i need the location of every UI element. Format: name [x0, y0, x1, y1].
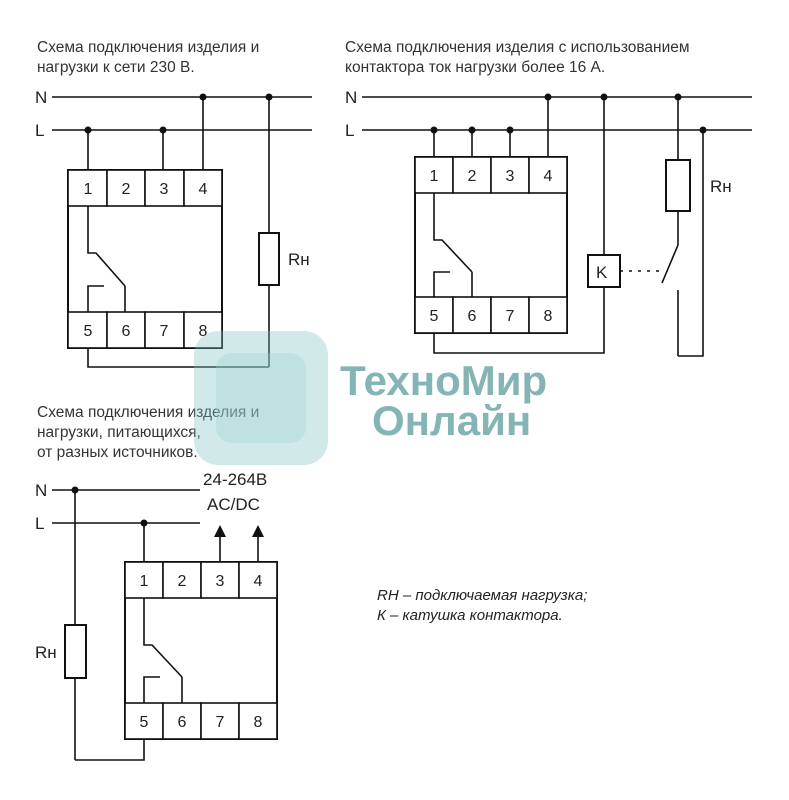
diagram-1-terminal-3-label: 3	[160, 181, 169, 198]
diagram-1-terminal-2-label: 2	[122, 181, 131, 198]
diagram-1-terminal-3	[144, 169, 185, 207]
diagram-2-load-label: Rн	[710, 177, 732, 196]
diagram-1-terminal-6-label: 6	[122, 323, 131, 340]
diagram-2: Схема подключения изделия с использовани…	[345, 39, 752, 357]
diagram-1-load-label: Rн	[288, 250, 310, 269]
diagram-2-terminal-8-label: 8	[544, 308, 553, 325]
diagram-2-contactor-coil	[587, 254, 621, 288]
diagram-1-relay-contact	[87, 206, 126, 312]
diagram-3-terminal-4	[238, 561, 278, 599]
diagram-3-terminal-8	[238, 702, 278, 740]
diagram-1-terminal-8	[183, 311, 223, 349]
diagram-3-l-label: L	[35, 514, 44, 533]
diagram-1-caption-line-2: нагрузки к сети 230 В.	[37, 59, 195, 76]
diagram-2-terminal-2-label: 2	[468, 168, 477, 185]
legend-line-1: RH – подключаемая нагрузка;	[377, 587, 587, 604]
diagram-2-caption-line-2: контактора ток нагрузки более 16 А.	[345, 59, 605, 76]
diagram-3-caption-line-2: нагрузки, питающихся,	[37, 424, 201, 441]
watermark-logo: ТехноМир Онлайн	[194, 331, 547, 465]
diagram-2-coil-label: K	[596, 263, 608, 282]
diagram-3-terminal-1	[124, 561, 164, 599]
watermark-line-1: ТехноМир	[340, 357, 547, 404]
diagram-2-caption-line-1: Схема подключения изделия с использовани…	[345, 39, 690, 56]
diagram-3-terminal-5-label: 5	[140, 714, 149, 731]
diagram-3-terminal-3	[200, 561, 240, 599]
diagram-3-caption-line-1: Схема подключения изделия и	[37, 404, 259, 421]
diagram-2-terminal-4	[528, 156, 568, 194]
diagram-1-n-label: N	[35, 88, 47, 107]
diagram-3-load-label: Rн	[35, 643, 57, 662]
diagram-2-terminal-7-label: 7	[506, 308, 515, 325]
diagram-2-relay-contact	[433, 193, 473, 297]
diagram-2-terminal-4-label: 4	[544, 168, 553, 185]
diagram-1-load-resistor	[258, 232, 280, 286]
diagram-1-terminal-7-label: 7	[160, 323, 169, 340]
diagram-2-terminal-6-label: 6	[468, 308, 477, 325]
diagram-1-terminal-7	[144, 311, 185, 349]
diagram-2-terminal-8	[528, 296, 568, 334]
diagram-3-terminal-6-label: 6	[178, 714, 187, 731]
diagram-3-source-line-1: 24-264В	[203, 470, 267, 489]
diagram-3-n-label: N	[35, 481, 47, 500]
diagram-2-terminal-3-label: 3	[506, 168, 515, 185]
diagram-2-l-label: L	[345, 121, 354, 140]
diagram-3-relay-contact	[143, 598, 183, 703]
diagram-2-terminal-7	[490, 296, 530, 334]
diagram-2-n-label: N	[345, 88, 357, 107]
legend: RH – подключаемая нагрузка; К – катушка …	[377, 587, 587, 624]
watermark-line-2: Онлайн	[372, 397, 531, 444]
diagram-1-terminal-8-label: 8	[199, 323, 208, 340]
diagram-3-terminal-6	[162, 702, 202, 740]
diagram-3: Схема подключения изделия и нагрузки, пи…	[35, 404, 278, 761]
diagram-3-terminal-3-label: 3	[216, 573, 225, 590]
diagram-3-source-line-2: AC/DC	[207, 495, 260, 514]
diagram-1-terminal-5	[67, 311, 108, 349]
diagram-3-terminal-8-label: 8	[254, 714, 263, 731]
diagram-3-arrow-up-icon	[252, 525, 264, 537]
legend-line-2: К – катушка контактора.	[377, 607, 563, 624]
diagram-3-terminal-4-label: 4	[254, 573, 263, 590]
diagram-3-arrow-up-icon	[214, 525, 226, 537]
diagram-1-caption-line-1: Схема подключения изделия и	[37, 39, 259, 56]
diagram-3-caption-line-3: от разных источников.	[37, 444, 198, 461]
diagram-1-terminal-5-label: 5	[84, 323, 93, 340]
diagram-3-terminal-2-label: 2	[178, 573, 187, 590]
diagram-3-terminal-1-label: 1	[140, 573, 149, 590]
diagram-1-l-label: L	[35, 121, 44, 140]
diagram-1-terminal-4	[183, 169, 223, 207]
diagram-2-terminal-5-label: 5	[430, 308, 439, 325]
diagram-1-terminal-4-label: 4	[199, 181, 208, 198]
diagram-2-load-resistor	[665, 159, 691, 212]
diagram-2-terminal-5	[414, 296, 454, 334]
diagram-2-terminal-1-label: 1	[430, 168, 439, 185]
diagram-1: Схема подключения изделия и нагрузки к с…	[35, 39, 312, 368]
diagram-1-terminal-1-label: 1	[84, 181, 93, 198]
diagram-2-contactor-switch	[661, 244, 679, 284]
diagram-3-load-resistor	[64, 624, 87, 679]
diagram-3-terminal-7-label: 7	[216, 714, 225, 731]
